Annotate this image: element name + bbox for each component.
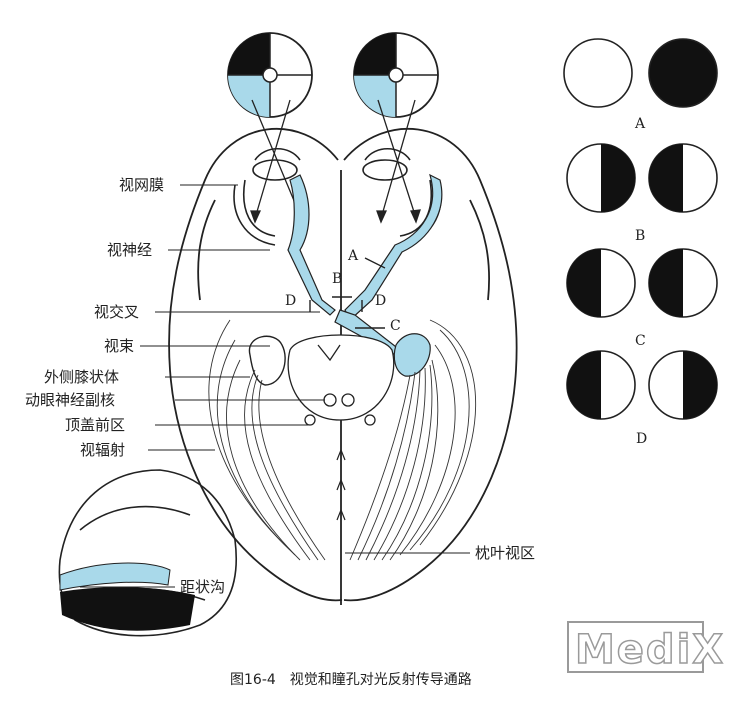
pupil-group-b xyxy=(566,143,718,213)
pupil-group-c xyxy=(566,248,718,318)
label-optic-nerve: 视神经 xyxy=(107,241,152,259)
label-optic-radiation: 视辐射 xyxy=(80,441,125,459)
lesion-label-d-left: D xyxy=(285,293,296,309)
light-rays xyxy=(250,99,421,224)
calcarine-blue-band xyxy=(59,562,171,591)
left-visual-field xyxy=(227,32,313,118)
pupil-group-a xyxy=(563,38,718,108)
leader-lines xyxy=(80,184,470,588)
pupil-group-label-c: C xyxy=(635,333,646,349)
label-pretectal-area: 顶盖前区 xyxy=(65,416,125,434)
midbrain xyxy=(287,334,395,426)
pupil-group-d xyxy=(566,350,718,420)
label-calcarine-sulcus: 距状沟 xyxy=(180,578,225,596)
label-retina: 视网膜 xyxy=(119,176,164,194)
pupil-group-label-b: B xyxy=(635,228,645,244)
pupil-group-label-d: D xyxy=(636,431,647,447)
lesion-label-d-right: D xyxy=(375,293,386,309)
calcarine-black-band xyxy=(60,587,195,631)
medix-watermark: MediX xyxy=(567,621,725,674)
label-oculomotor-accessory-nucleus: 动眼神经副核 xyxy=(25,391,115,409)
label-lgn: 外侧膝状体 xyxy=(44,368,119,386)
lesion-label-c: C xyxy=(390,318,401,334)
lesion-markers xyxy=(309,257,386,329)
left-lgn xyxy=(248,335,286,386)
lesion-label-a: A xyxy=(347,248,359,264)
blue-visual-pathway xyxy=(287,173,443,377)
label-optic-chiasm: 视交叉 xyxy=(94,303,139,321)
figure-caption: 图16-4 视觉和瞳孔对光反射传导通路 xyxy=(230,671,472,688)
lesion-label-b: B xyxy=(332,271,342,287)
left-eye xyxy=(233,147,301,246)
optic-radiation-fibers xyxy=(208,319,477,561)
label-optic-tract: 视束 xyxy=(104,337,134,355)
label-occipital-visual-cortex: 枕叶视区 xyxy=(475,544,535,562)
pupil-group-label-a: A xyxy=(634,116,646,132)
watermark-text: MediX xyxy=(575,627,725,673)
right-visual-field xyxy=(353,32,439,118)
midline-arrows xyxy=(336,448,346,521)
